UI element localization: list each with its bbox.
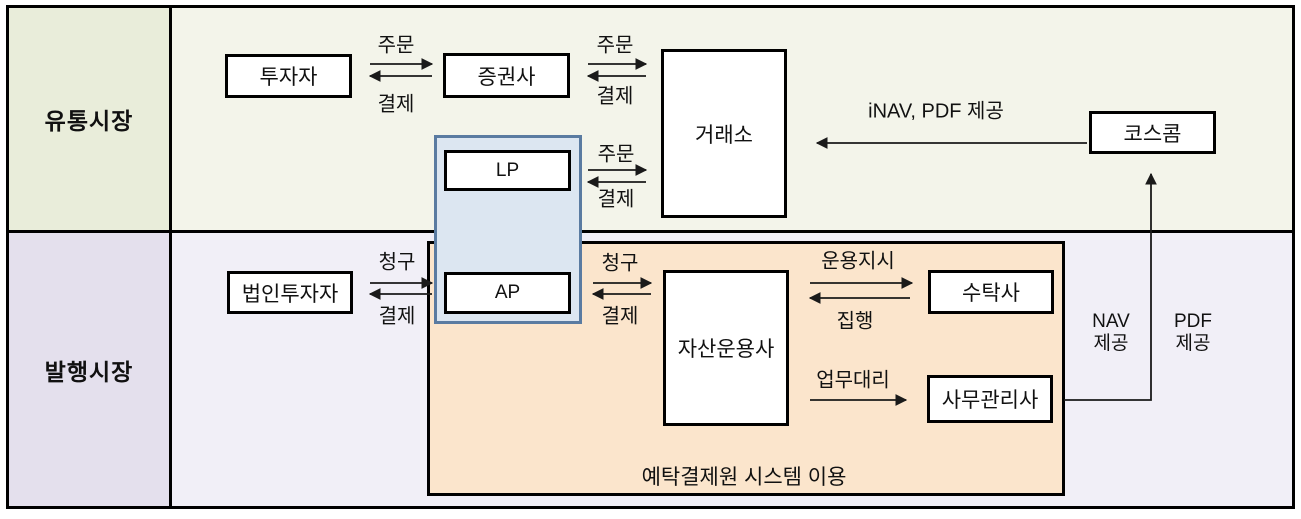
flow-label-settle-corp-ap: 결제 [378,305,416,328]
flow-label-claim-corp-ap: 청구 [378,251,416,274]
section-primary-market-label: 발행시장 [44,358,134,385]
flow-label-order-investor-broker: 주문 [377,34,415,57]
depository-system-note: 예탁결제원 시스템 이용 [641,466,847,489]
box-koscom: 코스콤 [1089,111,1216,154]
flow-label-order-broker-exchange: 주문 [596,34,634,57]
flow-label-nav-provide: NAV 제공 [1092,311,1130,354]
arrow-admin-to-koscom-nav-pdf [1064,172,1157,401]
section-primary-market-header: 발행시장 [6,230,172,509]
flow-label-settle-investor-broker: 결제 [377,93,415,116]
flow-label-instruction: 운용지시 [821,250,895,273]
flow-label-delegation: 업무대리 [816,369,890,392]
box-fund-admin: 사무관리사 [927,375,1053,423]
flow-label-settle-lp-exchange: 결제 [597,188,635,211]
flow-label-order-lp-exchange: 주문 [597,143,635,166]
box-investor: 투자자 [225,54,352,98]
flow-label-claim-ap-manager: 청구 [601,252,639,275]
flow-label-pdf-provide: PDF 제공 [1174,311,1212,354]
box-lp: LP [444,150,571,191]
box-ap: AP [444,272,571,314]
section-secondary-market-label: 유통시장 [44,108,134,134]
box-trustee: 수탁사 [928,270,1054,314]
box-exchange: 거래소 [661,49,787,218]
box-broker: 증권사 [443,53,570,98]
flow-label-settle-ap-manager: 결제 [601,305,639,328]
box-corporate-investor: 법인투자자 [227,271,353,314]
section-secondary-market-header: 유통시장 [6,5,172,233]
flow-label-execution: 집행 [836,310,874,333]
flow-label-inav-pdf-provide: iNAV, PDF 제공 [868,100,1004,123]
flow-label-settle-broker-exchange: 결제 [596,85,634,108]
box-asset-manager: 자산운용사 [663,270,789,426]
